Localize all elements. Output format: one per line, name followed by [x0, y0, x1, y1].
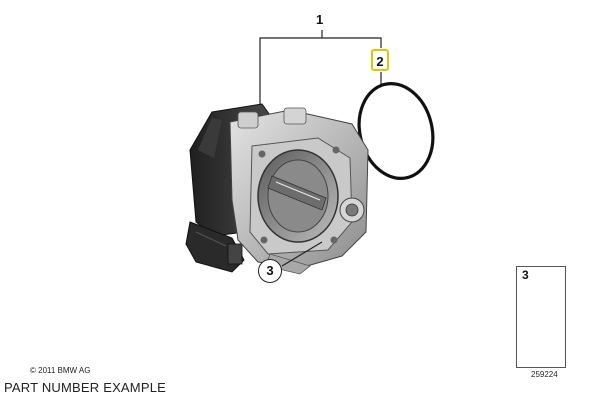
screw-inset-number: 3	[522, 268, 529, 282]
callout-2-label: 2	[371, 49, 389, 71]
screw-inset-box	[516, 266, 566, 368]
copyright-notice: © 2011 BMW AG	[30, 366, 91, 375]
throttle-body	[185, 103, 369, 275]
callout-1-label: 1	[316, 12, 324, 27]
diagram-reference-number: 259224	[531, 370, 558, 379]
callout-1-leader	[259, 30, 382, 104]
callout-3-leader	[281, 241, 323, 267]
callout-3-label: 3	[258, 259, 282, 283]
footer-caption: PART NUMBER EXAMPLE	[4, 380, 167, 395]
